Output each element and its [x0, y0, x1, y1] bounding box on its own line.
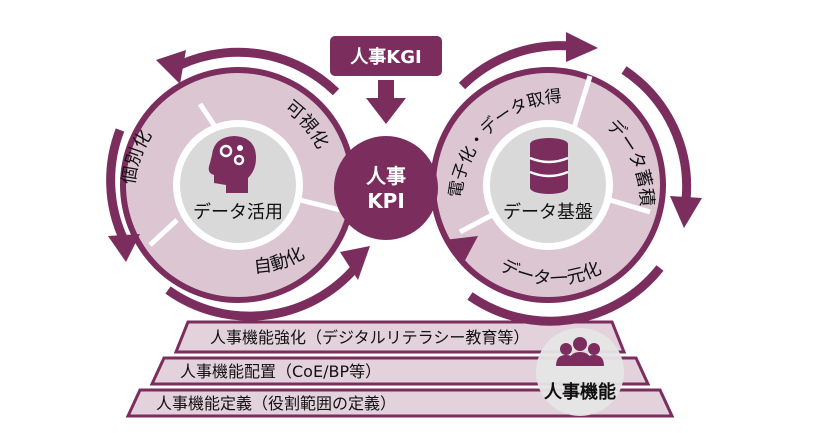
left-arrow-top-head [156, 50, 186, 84]
hr-function-label: 人事機能 [544, 381, 616, 403]
right-arrow-top-head [566, 32, 598, 62]
kgi-group: 人事KGI [330, 36, 442, 124]
foundation-steps: 人事機能強化（デジタルリテラシー教育等） 人事機能配置（CoE/BP等） 人事機… [125, 320, 675, 418]
right-arrow-bottom-head [444, 236, 478, 266]
database-icon [529, 138, 569, 194]
left-arrow-left [106, 128, 129, 242]
right-arrow-top [458, 41, 571, 90]
right-center-label: データ基盤 [503, 202, 593, 223]
left-arrow-bottom-head [340, 246, 370, 280]
step-3-label: 人事機能定義（役割範囲の定義） [156, 394, 396, 413]
kgi-box [330, 36, 442, 76]
kpi-group: 人事 KPI [334, 136, 438, 240]
right-arrow-right [621, 66, 692, 201]
step-2-label: 人事機能配置（CoE/BP等） [180, 362, 381, 381]
kgi-down-arrow [366, 80, 406, 124]
left-center-label: データ活用 [193, 202, 283, 223]
hr-function-badge: 人事機能 [536, 328, 624, 416]
step-1-shape [173, 320, 627, 354]
step-1-label: 人事機能強化（デジタルリテラシー教育等） [210, 328, 529, 347]
people-group-icon [556, 337, 604, 366]
left-arrow-top [167, 47, 340, 96]
step-3-shape [125, 388, 675, 418]
kpi-label-line2: KPI [367, 189, 405, 213]
right-cycle: データ基盤 電子化・データ取得 データ蓄積 データ一元化 [430, 32, 702, 326]
right-arrow-bottom [467, 265, 664, 326]
left-arrow-left-head [108, 234, 140, 262]
kgi-label: 人事KGI [350, 46, 421, 68]
right-arrow-right-head [670, 196, 702, 228]
left-cycle: データ活用 可視化 自動化 個別化 [106, 47, 370, 321]
left-arrow-bottom [165, 259, 364, 321]
kpi-label-line1: 人事 [366, 164, 406, 188]
kpi-circle [334, 136, 438, 240]
head-gears-icon [208, 136, 256, 193]
step-2-shape [149, 356, 651, 386]
